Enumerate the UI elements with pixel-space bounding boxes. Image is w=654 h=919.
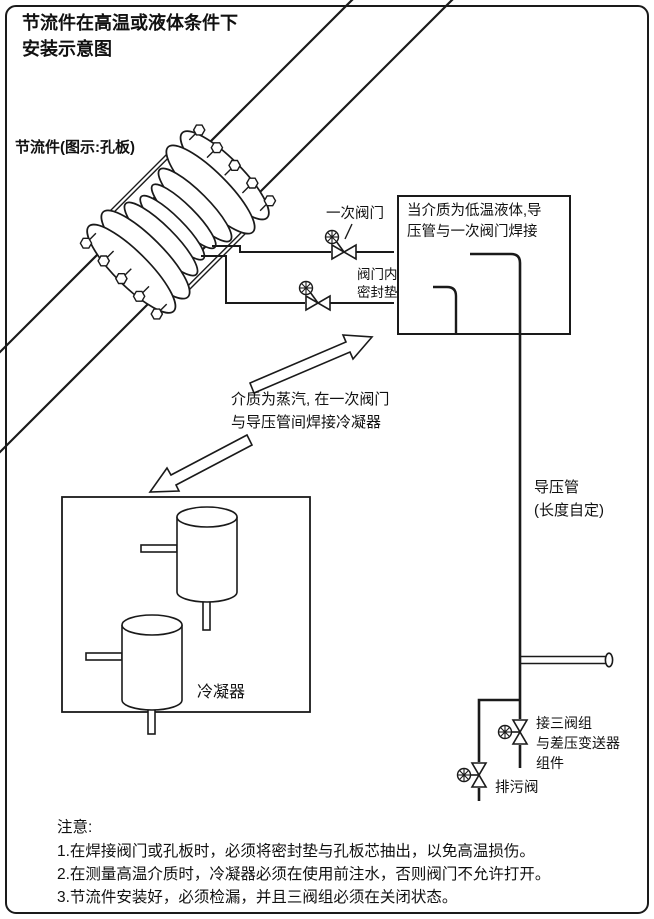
page-title-line2: 安装示意图 <box>22 39 112 59</box>
condenser-b-body <box>121 625 183 711</box>
condenser-box <box>61 496 311 713</box>
condenser-b-side-stub <box>85 652 123 661</box>
arrow-to-valves <box>248 334 374 395</box>
drain-valve-label: 排污阀 <box>495 780 539 796</box>
condenser-a-side-stub <box>140 544 178 553</box>
pressure-pipe-label-line1: 导压管 <box>534 479 580 496</box>
three-valve-label-line3: 组件 <box>536 755 564 771</box>
page-title-line1: 节流件在高温或液体条件下 <box>22 13 238 33</box>
orifice-assembly <box>86 130 270 314</box>
primary-valve-label: 一次阀门 <box>326 206 384 222</box>
valve-gasket-label-line1: 阀门内 <box>357 267 398 282</box>
condenser-b-top <box>121 614 183 636</box>
takeoff-stub <box>521 652 614 668</box>
welded-elbow-tube <box>433 285 458 334</box>
flange-bolts <box>79 124 277 320</box>
note-item-2: 2.在测量高温介质时，冷凝器必须在使用前注水，否则阀门不允许打开。 <box>57 866 551 883</box>
steam-annotation-arrows <box>148 334 374 493</box>
inset-note-box <box>397 195 571 335</box>
notes-heading: 注意: <box>57 819 93 836</box>
arrow-to-condenser <box>148 433 254 493</box>
three-valve-connector-valve-icon <box>497 719 529 745</box>
valve-handwheel-icon <box>497 724 513 740</box>
condenser-cylinders <box>85 506 238 735</box>
condenser-a-body <box>176 517 238 603</box>
inset-note-line1: 当介质为低温液体,导 <box>407 203 542 219</box>
primary-valve-leader-line <box>344 223 353 240</box>
note-item-1: 1.在焊接阀门或孔板时，必须将密封垫与孔板芯抽出，以免高温损伤。 <box>57 843 535 860</box>
impulse-lines <box>201 245 394 304</box>
page-border <box>5 5 649 914</box>
valve-handwheel-icon <box>298 280 314 296</box>
three-valve-label-line2: 与差压变送器 <box>536 735 620 751</box>
inset-note-line2: 压管与一次阀门焊接 <box>407 224 538 240</box>
pressure-tube <box>470 252 522 801</box>
condenser-a-top <box>176 506 238 528</box>
valve-handwheel-icon <box>324 229 340 245</box>
valve-gasket-label-line2: 密封垫 <box>357 285 398 300</box>
note-item-3: 3.节流件安装好，必须检漏，并且三阀组必须在关闭状态。 <box>57 889 458 906</box>
primary-valve-1-icon <box>324 229 357 261</box>
valve-handwheel-icon <box>456 767 472 783</box>
condenser-label: 冷凝器 <box>197 684 246 701</box>
primary-valve-2-icon <box>298 280 331 312</box>
steam-note-line1: 介质为蒸汽, 在一次阀门 <box>231 391 390 408</box>
three-valve-label-line1: 接三阀组 <box>536 715 592 731</box>
drain-valve-icon <box>456 762 488 788</box>
steam-note-line2: 与导压管间焊接冷凝器 <box>231 414 382 431</box>
throttle-element-label: 节流件(图示:孔板) <box>15 139 135 156</box>
pressure-pipe-label-line2: (长度自定) <box>534 502 604 519</box>
